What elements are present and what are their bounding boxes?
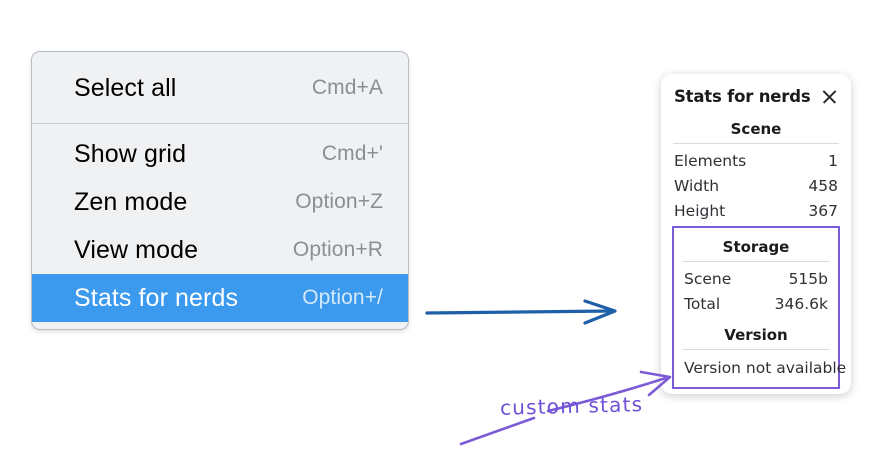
menu-item-shortcut: Option+/	[302, 286, 383, 309]
menu-item-show-grid[interactable]: Show grid Cmd+'	[32, 130, 408, 178]
stats-row-label: Width	[674, 176, 720, 195]
menu-item-shortcut: Cmd+'	[321, 142, 383, 165]
section-rule	[683, 261, 829, 262]
version-text: Version not available	[684, 359, 847, 377]
stats-row-label: Height	[674, 201, 726, 220]
stats-section-storage: Storage Scene 515b Total 346.6k	[682, 228, 830, 316]
stats-section-scene: Scene Elements 1 Width 458 Height 367	[672, 110, 840, 223]
stats-row-value: 346.6k	[774, 294, 828, 313]
context-menu[interactable]: Select all Cmd+A Show grid Cmd+' Zen mod…	[31, 51, 409, 330]
flow-arrow-icon	[425, 299, 617, 325]
menu-group-view: Show grid Cmd+' Zen mode Option+Z View m…	[32, 124, 408, 329]
stats-row: Height 367	[672, 198, 840, 223]
menu-item-shortcut: Cmd+A	[311, 76, 383, 99]
custom-stats-highlight-box: Storage Scene 515b Total 346.6k Version …	[672, 226, 847, 389]
menu-item-zen-mode[interactable]: Zen mode Option+Z	[32, 178, 408, 226]
stats-row: Elements 1	[672, 148, 840, 173]
menu-item-label: Select all	[74, 73, 177, 102]
stats-row: Total 346.6k	[682, 291, 830, 316]
menu-item-label: View mode	[74, 235, 199, 264]
stats-row-label: Scene	[684, 269, 732, 288]
stats-panel-header: Stats for nerds	[661, 74, 851, 110]
menu-item-stats-for-nerds[interactable]: Stats for nerds Option+/	[32, 274, 408, 322]
stats-row-label: Elements	[674, 151, 747, 170]
section-rule	[673, 143, 839, 144]
menu-item-shortcut: Option+R	[292, 238, 383, 261]
close-icon[interactable]	[820, 87, 839, 106]
menu-group-top: Select all Cmd+A	[32, 52, 408, 123]
menu-item-view-mode[interactable]: View mode Option+R	[32, 226, 408, 274]
section-rule	[683, 349, 829, 350]
stats-panel-title: Stats for nerds	[674, 87, 811, 106]
menu-item-select-all[interactable]: Select all Cmd+A	[32, 64, 408, 112]
section-title: Scene	[730, 120, 782, 138]
section-title: Version	[724, 326, 788, 344]
stats-panel-body: Scene Elements 1 Width 458 Height 367 St…	[661, 110, 851, 389]
menu-divider	[32, 123, 408, 124]
stats-row-label: Total	[684, 294, 721, 313]
underline-stroke	[459, 416, 536, 446]
menu-item-label: Zen mode	[74, 187, 188, 216]
stats-section-version: Version Version not available	[682, 316, 847, 383]
stats-row-value: 1	[828, 151, 838, 170]
stats-row-value: 367	[808, 201, 838, 220]
stats-row-value: 515b	[788, 269, 828, 288]
menu-item-label: Stats for nerds	[74, 283, 239, 312]
stats-row-value: 458	[808, 176, 838, 195]
menu-item-shortcut: Option+Z	[295, 190, 383, 213]
stats-row: Width 458	[672, 173, 840, 198]
stats-row: Scene 515b	[682, 266, 830, 291]
annotation-label-custom-stats: custom stats	[499, 392, 644, 420]
menu-item-label: Show grid	[74, 139, 187, 168]
stats-for-nerds-panel: Stats for nerds Scene Elements 1 Width 4…	[661, 74, 851, 394]
section-title: Storage	[722, 238, 790, 256]
